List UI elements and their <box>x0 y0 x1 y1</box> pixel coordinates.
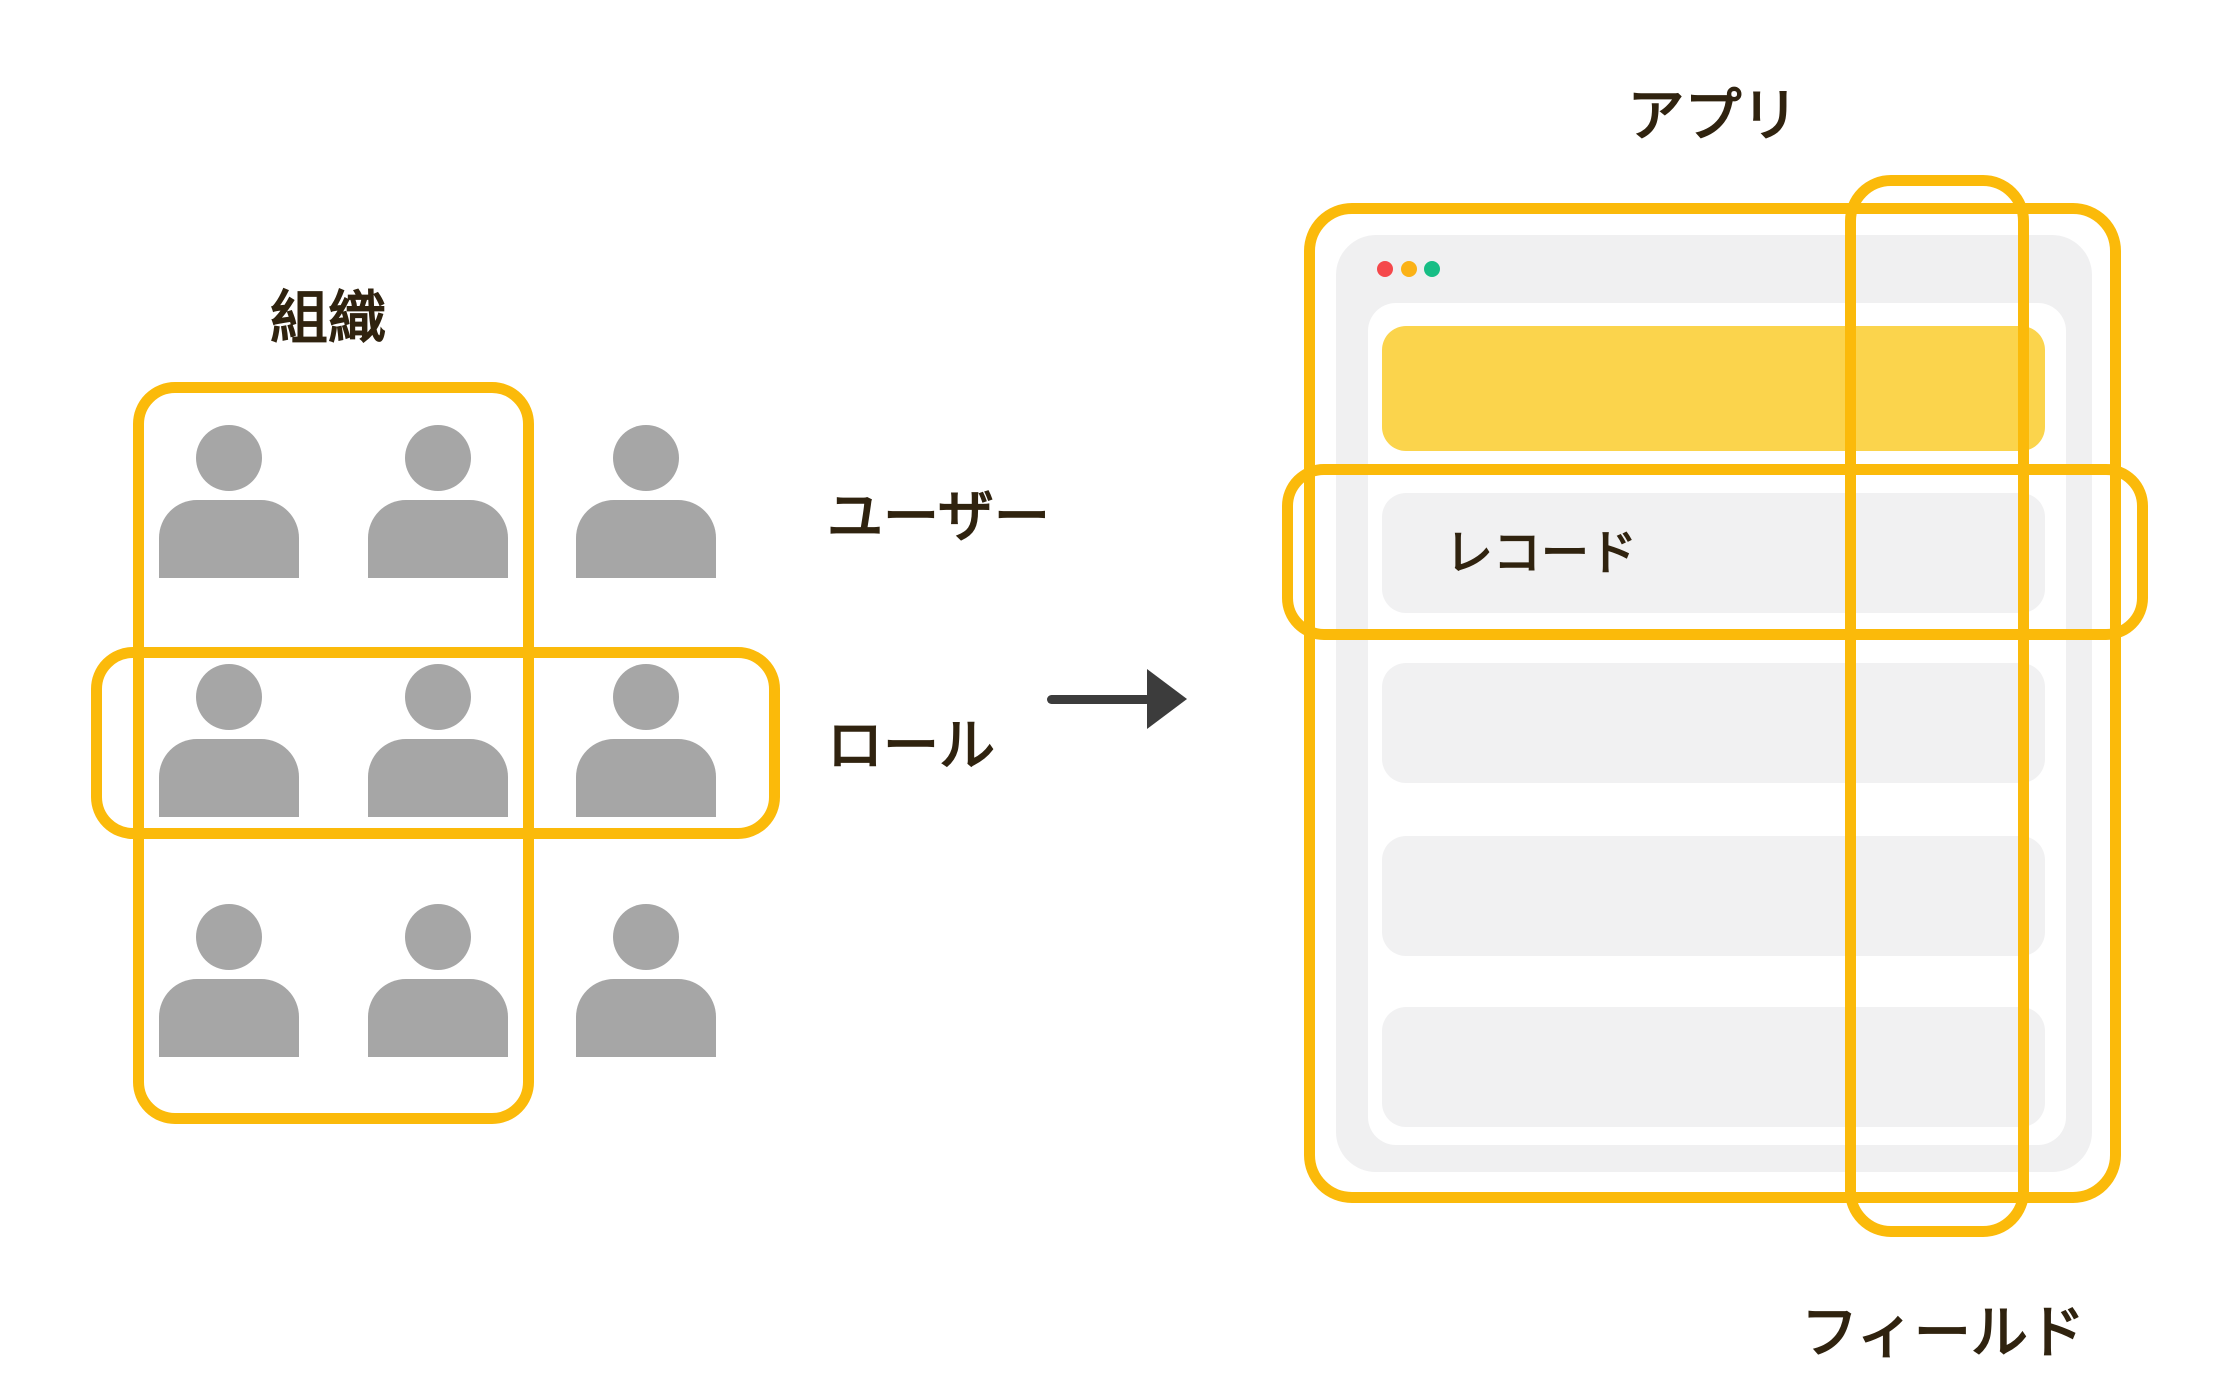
person-body <box>159 979 299 1057</box>
person-body <box>159 500 299 578</box>
right-arrow-icon <box>1047 669 1187 729</box>
record-row <box>1382 663 2045 783</box>
traffic-light-red-icon <box>1377 261 1393 277</box>
record-boundary-box <box>1282 464 2148 640</box>
person-head <box>613 425 679 491</box>
person-body <box>159 739 299 817</box>
person-head <box>196 664 262 730</box>
person-head <box>613 664 679 730</box>
users-label: ユーザー <box>827 485 1050 550</box>
arrow-shaft <box>1047 695 1151 704</box>
person-head <box>613 904 679 970</box>
person-head <box>405 425 471 491</box>
person-silhouette-icon <box>576 664 716 817</box>
person-silhouette-icon <box>368 904 508 1057</box>
field-label: フィールド <box>1801 1300 2085 1366</box>
field-boundary-box <box>1845 175 2029 1237</box>
person-body <box>576 500 716 578</box>
person-silhouette-icon <box>368 664 508 817</box>
person-silhouette-icon <box>576 425 716 578</box>
person-head <box>405 904 471 970</box>
role-label: ロール <box>827 714 995 779</box>
org-title-label: 組織 <box>269 284 386 352</box>
person-head <box>196 904 262 970</box>
person-silhouette-icon <box>576 904 716 1057</box>
record-row <box>1382 1007 2045 1127</box>
person-silhouette-icon <box>368 425 508 578</box>
traffic-light-green-icon <box>1424 261 1440 277</box>
app-boundary-box <box>1304 203 2121 1203</box>
org-boundary-box <box>133 382 534 1124</box>
person-body <box>576 739 716 817</box>
person-silhouette-icon <box>159 904 299 1057</box>
traffic-light-amber-icon <box>1400 261 1417 277</box>
record-row: レコード <box>1382 493 2045 613</box>
person-body <box>368 739 508 817</box>
person-body <box>576 979 716 1057</box>
app-title-label: アプリ <box>1627 83 1799 149</box>
record-row <box>1382 836 2045 956</box>
person-silhouette-icon <box>159 664 299 817</box>
person-head <box>405 664 471 730</box>
arrow-head <box>1147 669 1187 729</box>
role-boundary-box <box>91 647 780 839</box>
record-label: レコード <box>1445 525 1638 581</box>
person-body <box>368 500 508 578</box>
person-body <box>368 979 508 1057</box>
person-head <box>196 425 262 491</box>
person-silhouette-icon <box>159 425 299 578</box>
app-title-highlight-bar <box>1382 326 2045 451</box>
